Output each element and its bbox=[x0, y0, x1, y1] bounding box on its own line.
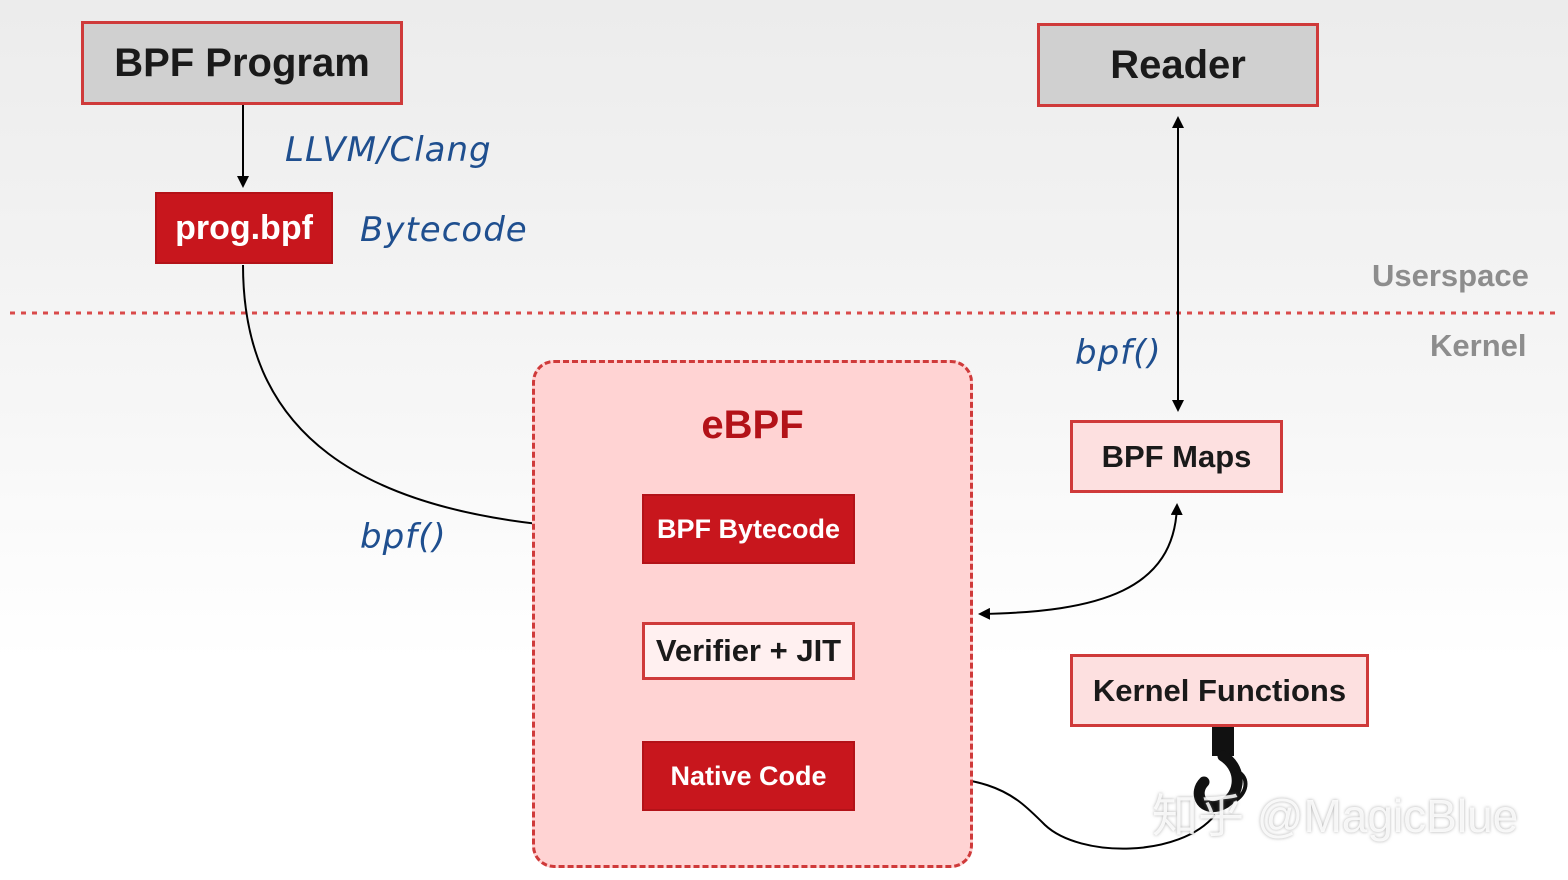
reader-node: Reader bbox=[1037, 23, 1319, 107]
kernel-zone-label: Kernel bbox=[1430, 328, 1527, 363]
bpf-syscall-label-left: bpf() bbox=[360, 517, 447, 557]
llvm-clang-label: LLVM/Clang bbox=[285, 130, 492, 170]
hook-icon bbox=[1193, 726, 1248, 813]
bytecode-label: Bytecode bbox=[360, 210, 528, 250]
arrow-ebpf-maps bbox=[978, 503, 1183, 620]
prog-bpf-node: prog.bpf bbox=[155, 192, 333, 264]
kernel-functions-label: Kernel Functions bbox=[1092, 672, 1347, 708]
bpf-maps-label: BPF Maps bbox=[1101, 438, 1252, 474]
bpf-program-node: BPF Program bbox=[81, 21, 403, 105]
kernel-functions-node: Kernel Functions bbox=[1070, 654, 1369, 727]
arrow-prog-to-bytecode bbox=[242, 264, 638, 536]
native-code-node: Native Code bbox=[642, 741, 855, 811]
reader-label: Reader bbox=[1110, 42, 1246, 87]
bpf-bytecode-label: BPF Bytecode bbox=[656, 513, 841, 544]
bpf-program-label: BPF Program bbox=[114, 40, 370, 85]
verifier-jit-node: Verifier + JIT bbox=[642, 622, 855, 680]
bpf-maps-node: BPF Maps bbox=[1070, 420, 1283, 493]
verifier-jit-label: Verifier + JIT bbox=[655, 633, 842, 668]
ebpf-title: eBPF bbox=[701, 403, 804, 447]
bpf-bytecode-node: BPF Bytecode bbox=[642, 494, 855, 564]
native-code-label: Native Code bbox=[670, 760, 827, 791]
prog-bpf-label: prog.bpf bbox=[175, 208, 313, 247]
watermark: 知乎 @MagicBlue bbox=[1152, 790, 1519, 842]
bpf-syscall-label-right: bpf() bbox=[1075, 333, 1162, 373]
userspace-zone-label: Userspace bbox=[1372, 258, 1529, 293]
